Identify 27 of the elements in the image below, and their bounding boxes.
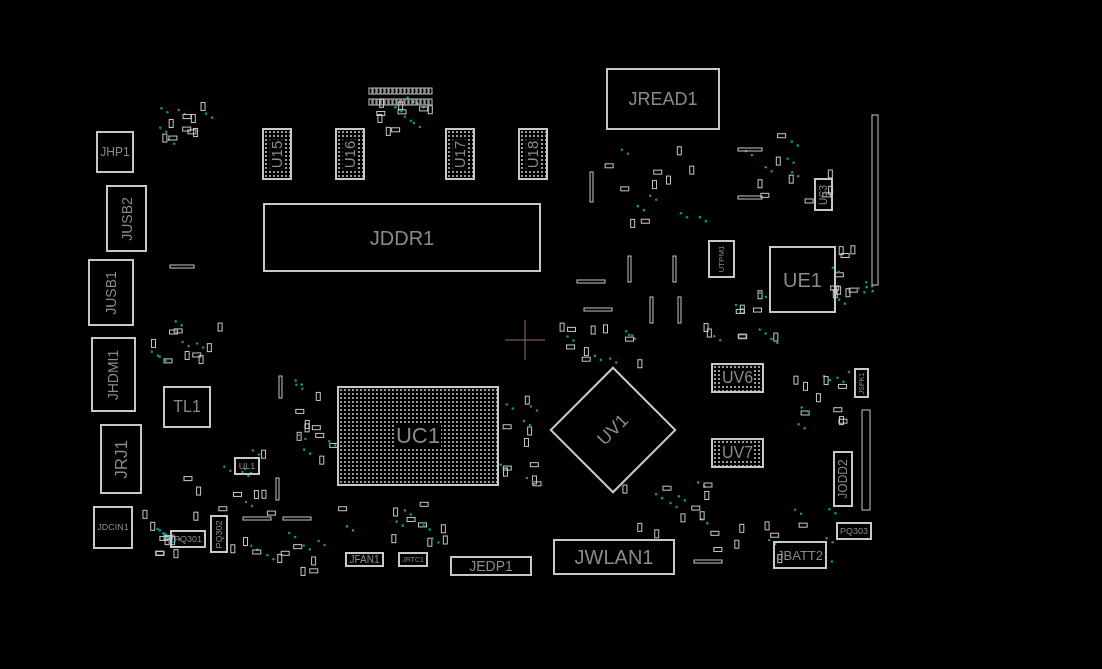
component-outline: JBATT2 bbox=[773, 541, 827, 569]
component-outline: UTPM1 bbox=[708, 240, 735, 278]
component-outline: PQ303 bbox=[836, 522, 872, 540]
component-outline: PQ302 bbox=[210, 515, 228, 553]
component-outline: JRJ1 bbox=[100, 424, 142, 494]
component-outline: JREAD1 bbox=[606, 68, 720, 130]
component-outline: JUSB1 bbox=[88, 259, 134, 326]
chip-outline: UV1 bbox=[549, 366, 677, 494]
component-outline: JDCIN1 bbox=[93, 506, 133, 549]
chip-outline: UV7 bbox=[711, 438, 764, 468]
chip-outline: U16 bbox=[335, 128, 365, 180]
component-outline: JFAN1 bbox=[345, 552, 384, 567]
component-outline: JHDMI1 bbox=[91, 337, 136, 412]
component-outline: JEDP1 bbox=[450, 556, 532, 576]
component-outline: JWLAN1 bbox=[553, 539, 675, 575]
chip-outline: U17 bbox=[445, 128, 475, 180]
component-outline: TL1 bbox=[163, 386, 211, 428]
chip-outline: UC1 bbox=[337, 386, 499, 486]
component-outline: UL1 bbox=[234, 457, 260, 475]
chip-outline: UV6 bbox=[711, 363, 764, 393]
component-outline: UE1 bbox=[769, 246, 836, 313]
chip-outline: U15 bbox=[262, 128, 292, 180]
component-outline: JODD2 bbox=[833, 451, 853, 507]
component-outline: JUSB2 bbox=[106, 185, 147, 252]
chip-outline: U18 bbox=[518, 128, 548, 180]
component-outline: JHP1 bbox=[96, 131, 134, 173]
component-outline: JDDR1 bbox=[263, 203, 541, 272]
